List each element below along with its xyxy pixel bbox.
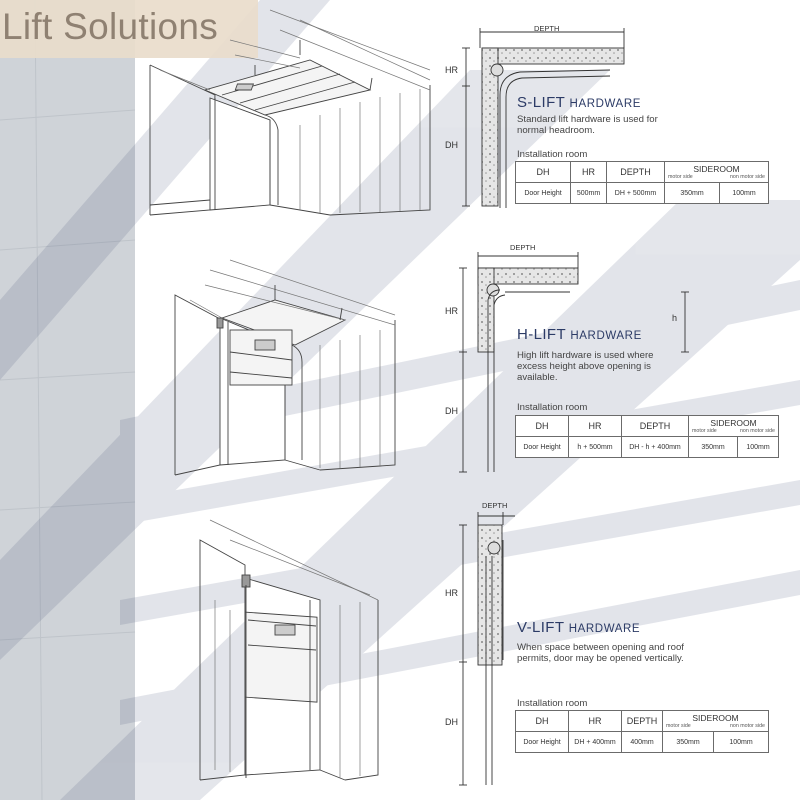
h-lift-garage-illustration	[174, 259, 396, 476]
h-lift-hr-label: HR	[445, 306, 458, 316]
h-lift-description: High lift hardware is used where excess …	[517, 350, 654, 383]
v-lift-title-sub: HARDWARE	[568, 623, 641, 635]
s-lift-dh-label: DH	[445, 140, 458, 150]
s-lift-section-drawing	[462, 28, 625, 208]
h-lift-th-motor: motor side	[692, 427, 717, 434]
v-lift-th-sideroom-label: SIDEROOM	[692, 712, 739, 723]
v-lift-th-motor: motor side	[666, 722, 691, 729]
v-lift-td-hr: DH + 400mm	[568, 731, 622, 753]
s-lift-td-dh: Door Height	[515, 182, 571, 204]
v-lift-depth-label: DEPTH	[482, 501, 508, 510]
h-lift-th-sideroom: SIDEROOM motor side non motor side	[688, 415, 779, 437]
h-lift-td-dh: Door Height	[515, 436, 569, 458]
h-lift-installation-label: Installation room	[517, 402, 588, 413]
s-lift-th-depth: DEPTH	[606, 161, 665, 183]
h-lift-td-motor: 350mm	[688, 436, 738, 458]
h-lift-title-main: H-LIFT	[517, 326, 566, 343]
s-lift-title: S-LIFT HARDWARE	[517, 94, 641, 111]
s-lift-th-non-motor: non motor side	[729, 173, 765, 180]
s-lift-td-hr: 500mm	[570, 182, 607, 204]
h-lift-th-dh: DH	[515, 415, 569, 437]
s-lift-th-sideroom-label: SIDEROOM	[693, 163, 740, 174]
v-lift-th-non-motor: non motor side	[729, 722, 765, 729]
s-lift-spec-table: DH HR DEPTH SIDEROOM motor side non motor…	[515, 161, 769, 204]
v-lift-section-drawing	[459, 512, 515, 786]
h-lift-th-sideroom-label: SIDEROOM	[710, 417, 757, 428]
v-lift-garage-illustration	[199, 519, 379, 781]
v-lift-td-dh: Door Height	[515, 731, 569, 753]
h-lift-dh-label: DH	[445, 406, 458, 416]
v-lift-th-depth: DEPTH	[621, 710, 663, 732]
s-lift-depth-label: DEPTH	[534, 24, 560, 33]
h-lift-depth-label: DEPTH	[510, 243, 536, 252]
h-lift-td-hr: h + 500mm	[568, 436, 622, 458]
s-lift-td-depth: DH + 500mm	[606, 182, 665, 204]
s-lift-title-main: S-LIFT	[517, 94, 565, 111]
v-lift-spec-table: DH HR DEPTH SIDEROOM motor side non motor…	[515, 710, 769, 753]
h-lift-td-non-motor: 100mm	[737, 436, 779, 458]
h-lift-section-drawing	[459, 252, 689, 473]
v-lift-dh-label: DH	[445, 717, 458, 727]
left-door-photo	[0, 0, 135, 800]
title-band	[0, 0, 258, 58]
s-lift-description: Standard lift hardware is used for norma…	[517, 114, 658, 136]
v-lift-title-main: V-LIFT	[517, 619, 565, 636]
v-lift-title: V-LIFT HARDWARE	[517, 619, 640, 636]
h-lift-td-depth: DH - h + 400mm	[621, 436, 689, 458]
h-lift-title-sub: HARDWARE	[570, 330, 642, 342]
v-lift-installation-label: Installation room	[517, 698, 588, 709]
s-lift-td-non-motor: 100mm	[719, 182, 769, 204]
v-lift-td-depth: 400mm	[621, 731, 663, 753]
s-lift-th-hr: HR	[570, 161, 607, 183]
v-lift-td-non-motor: 100mm	[713, 731, 769, 753]
s-lift-th-dh: DH	[515, 161, 571, 183]
v-lift-th-sideroom: SIDEROOM motor side non motor side	[662, 710, 769, 732]
v-lift-th-dh: DH	[515, 710, 569, 732]
h-lift-th-non-motor: non motor side	[739, 427, 775, 434]
v-lift-th-hr: HR	[568, 710, 622, 732]
h-lift-h-label: h	[672, 313, 678, 323]
v-lift-description: When space between opening and roof perm…	[517, 642, 684, 664]
page-title: Lift Solutions	[2, 6, 219, 47]
v-lift-td-motor: 350mm	[662, 731, 714, 753]
s-lift-installation-label: Installation room	[517, 149, 588, 160]
h-lift-th-hr: HR	[568, 415, 622, 437]
s-lift-th-sideroom: SIDEROOM motor side non motor side	[664, 161, 769, 183]
s-lift-td-motor: 350mm	[664, 182, 720, 204]
s-lift-hr-label: HR	[445, 65, 458, 75]
h-lift-spec-table: DH HR DEPTH SIDEROOM motor side non motor…	[515, 415, 779, 458]
h-lift-th-depth: DEPTH	[621, 415, 689, 437]
s-lift-title-sub: HARDWARE	[569, 98, 642, 110]
v-lift-hr-label: HR	[445, 588, 458, 598]
s-lift-th-motor: motor side	[668, 173, 693, 180]
h-lift-title: H-LIFT HARDWARE	[517, 326, 642, 343]
s-lift-garage-illustration	[149, 9, 431, 216]
left-door-panels	[0, 0, 136, 800]
